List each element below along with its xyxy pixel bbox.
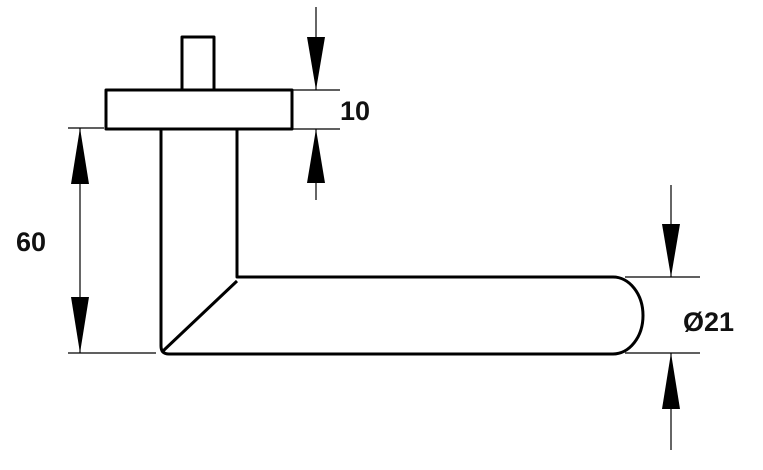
- spindle: [180, 35, 216, 92]
- arrow-down-icon: [662, 224, 680, 277]
- rose-plate: [104, 88, 294, 131]
- dim-label-10: 10: [340, 96, 371, 126]
- arrow-down-icon: [71, 297, 89, 353]
- arrow-up-icon: [71, 128, 89, 184]
- arrow-down-icon: [307, 37, 325, 90]
- lever-body: [159, 129, 645, 356]
- arrow-up-icon: [662, 353, 680, 409]
- dim-label-60: 60: [16, 227, 47, 257]
- arrow-up-icon: [307, 129, 325, 183]
- dim-label-diameter-21: Ø21: [683, 307, 735, 337]
- lever-chamfer: [161, 279, 239, 353]
